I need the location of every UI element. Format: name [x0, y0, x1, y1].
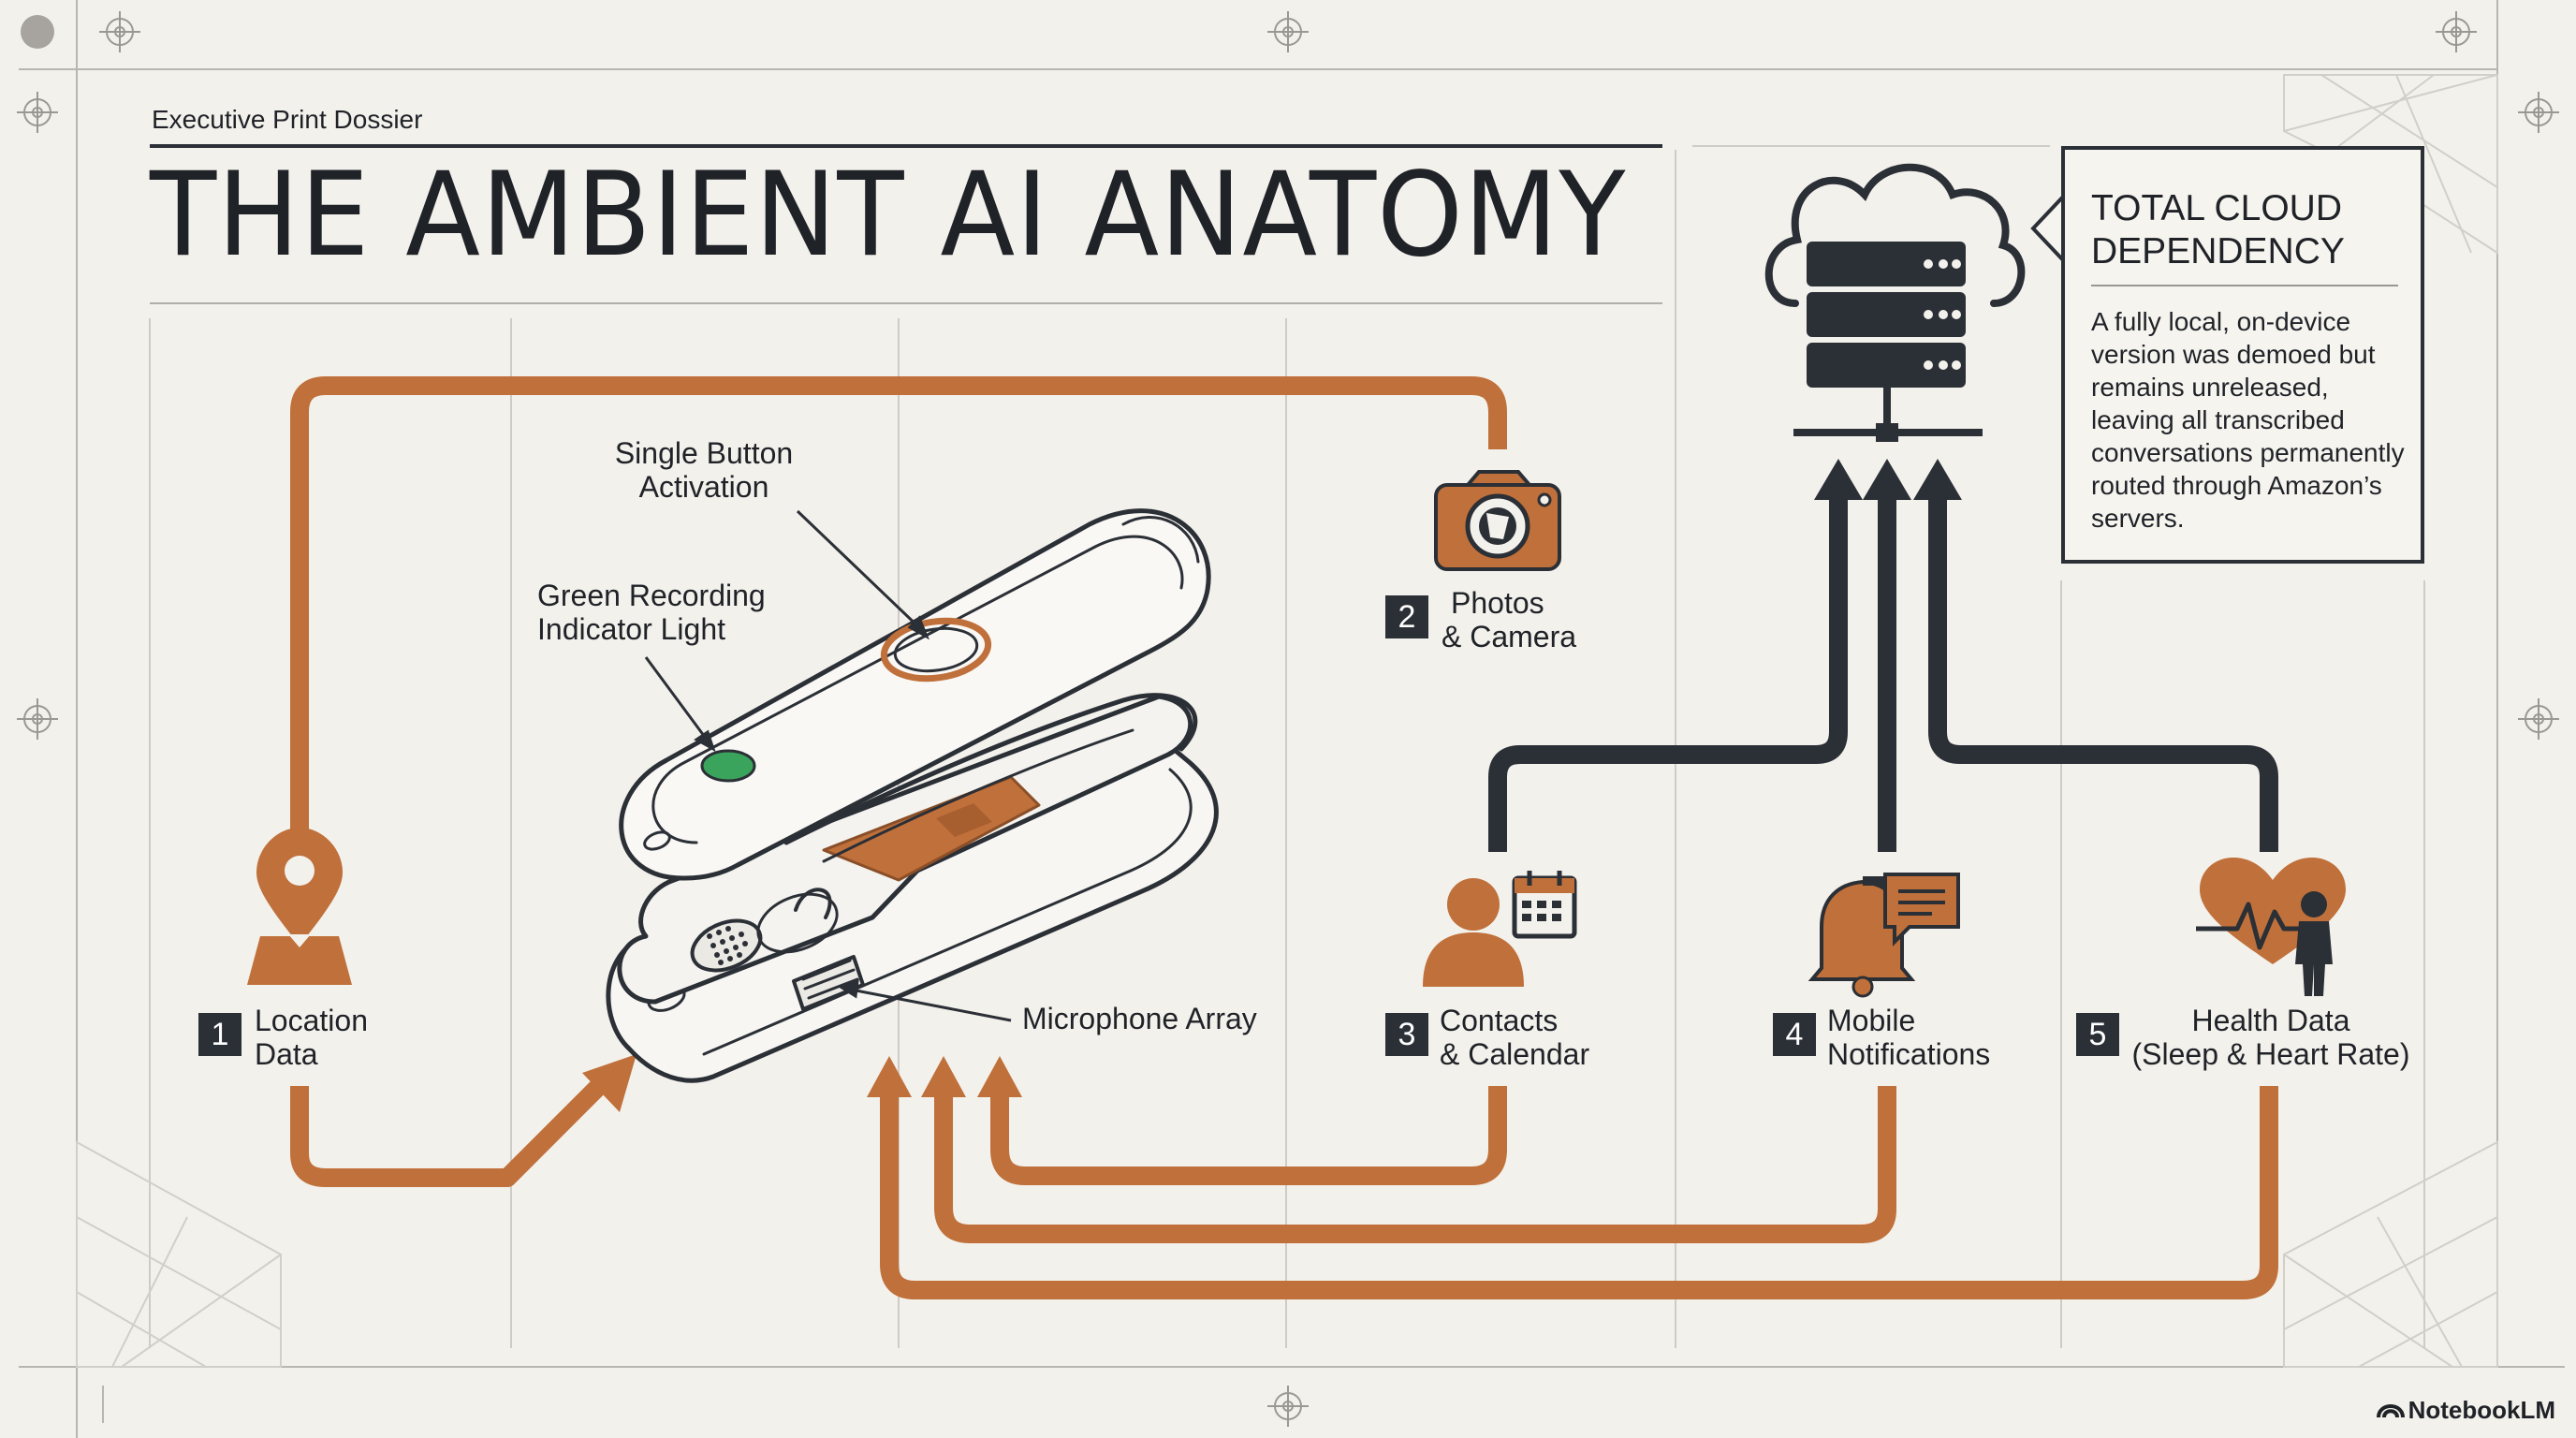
annotation-pointers: [644, 509, 1012, 1022]
charcoal-arrowheads: [1814, 459, 1962, 500]
source-label-health-line-1: Health Data: [2191, 1004, 2350, 1037]
camera-icon: [1434, 470, 1561, 571]
source-number-3: 3: [1385, 1013, 1428, 1056]
document-kicker: Executive Print Dossier: [152, 105, 423, 134]
source-label-location-line-2: Data: [255, 1037, 318, 1071]
source-label-contacts-line-1: Contacts: [1440, 1004, 1559, 1037]
source-label-health: Health Data (Sleep & Heart Rate): [2130, 1004, 2411, 1071]
source-label-location: Location Data: [255, 1004, 368, 1071]
cloud-dependency-callout: TOTAL CLOUD DEPENDENCY A fully local, on…: [2061, 146, 2424, 564]
callout-pointer: [2030, 189, 2067, 268]
brand-name: NotebookLM: [2408, 1396, 2555, 1424]
source-label-health-line-2: (Sleep & Heart Rate): [2131, 1037, 2410, 1071]
source-label-notifications-line-1: Mobile: [1827, 1004, 1916, 1037]
device-illustration: [606, 508, 1219, 1083]
mic-callout-label: Microphone Array: [1022, 1002, 1257, 1035]
source-label-location-line-1: Location: [255, 1004, 368, 1037]
contacts-calendar-icon: [1423, 871, 1577, 987]
branding: NotebookLM: [2375, 1396, 2555, 1425]
notebooklm-logo-icon: [2377, 1404, 2405, 1418]
source-label-photos-line-1: Photos: [1451, 586, 1544, 620]
copper-data-flows: [290, 376, 2278, 1299]
device-lid: [619, 508, 1211, 881]
source-number-5: 5: [2076, 1013, 2119, 1056]
charcoal-cloud-flows: [1488, 487, 2278, 852]
copper-arrowheads: [582, 1054, 1022, 1112]
source-number-1: 1: [198, 1013, 242, 1056]
callout-divider: [2091, 285, 2398, 286]
light-callout-line-1: Green Recording: [537, 579, 766, 612]
source-label-notifications-line-2: Notifications: [1827, 1037, 1991, 1071]
button-callout-line-1: Single Button: [614, 436, 794, 470]
button-callout-line-2: Activation: [638, 470, 769, 504]
location-pin-icon: [247, 828, 352, 985]
activation-button: [880, 617, 992, 682]
source-number-4: 4: [1773, 1013, 1816, 1056]
source-label-notifications: Mobile Notifications: [1827, 1004, 1990, 1071]
source-label-photos: Photos & Camera: [1442, 586, 1576, 653]
page-frame: [19, 0, 2565, 1438]
callout-title: TOTAL CLOUD DEPENDENCY: [2091, 188, 2345, 271]
bell-chat-icon: [1808, 873, 1960, 998]
cloud-server-icon: [1764, 163, 2026, 442]
green-indicator-light: [700, 749, 756, 783]
speaker-grille: [707, 926, 748, 965]
button-callout-label: Single Button Activation: [610, 436, 798, 504]
page-title: THE AMBIENT AI ANATOMY: [150, 148, 1627, 283]
registration-marks: [16, 10, 2560, 1428]
light-callout-line-2: Indicator Light: [537, 612, 726, 646]
mic-array-grille: [792, 955, 865, 1011]
source-label-contacts-line-2: & Calendar: [1440, 1037, 1590, 1071]
light-callout-label: Green Recording Indicator Light: [537, 579, 766, 646]
source-label-photos-line-2: & Camera: [1442, 620, 1577, 653]
title-rules: [150, 144, 1662, 304]
source-label-contacts: Contacts & Calendar: [1440, 1004, 1589, 1071]
source-number-2: 2: [1385, 595, 1428, 638]
corner-hatching: [76, 74, 2498, 1368]
heart-person-icon: [2196, 858, 2346, 996]
callout-body: A fully local, on-device version was dem…: [2091, 307, 2405, 533]
